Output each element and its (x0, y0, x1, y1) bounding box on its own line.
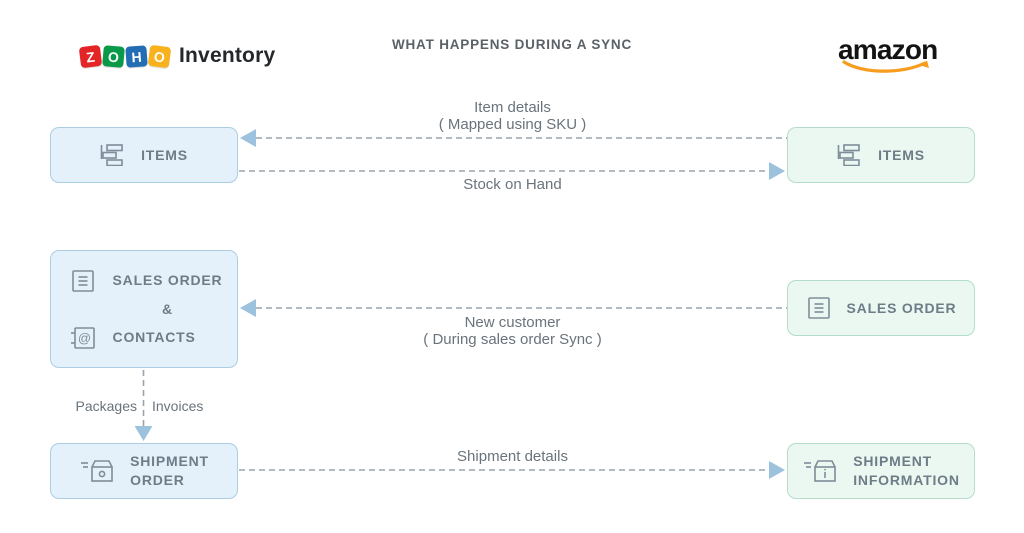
box-label: SHIPMENT ORDER (130, 453, 209, 488)
box-label: SHIPMENT INFORMATION (853, 453, 960, 488)
document-icon (66, 268, 100, 294)
box-amazon-sales-order: SALES ORDER (787, 280, 975, 336)
box-zoho-shipment-order: SHIPMENT ORDER (50, 443, 238, 499)
zoho-inventory-logo: Z O H O Inventory (78, 44, 276, 68)
package-icon (79, 457, 115, 485)
box-label: ITEMS (141, 146, 188, 163)
flow-label-packages: Packages (75, 398, 137, 414)
flow-label-invoices: Invoices (152, 398, 204, 414)
address-book-icon: @ (66, 325, 100, 351)
flow-label-item-details: Item details ( Mapped using SKU ) (438, 99, 587, 133)
box-label: SALES ORDER (846, 299, 957, 316)
box-amazon-shipment-information: SHIPMENT INFORMATION (787, 443, 975, 499)
flow-label-shipment-details: Shipment details (457, 448, 568, 465)
box-zoho-sales-contacts: SALES ORDER & @ CONTACTS (50, 250, 238, 368)
document-icon (806, 295, 832, 321)
svg-text:@: @ (77, 330, 90, 345)
package-info-icon (802, 457, 838, 485)
arrow-packages-invoices (134, 370, 153, 441)
box-label-ampersand: & (162, 300, 173, 317)
stacked-items-icon (100, 144, 126, 166)
amazon-smile-icon (842, 60, 929, 73)
box-label: ITEMS (878, 146, 925, 163)
diagram-title: WHAT HAPPENS DURING A SYNC (391, 37, 633, 52)
amazon-wordmark: amazon (838, 34, 938, 65)
zoho-product-name: Inventory (179, 44, 276, 67)
amazon-logo: amazon (838, 36, 938, 78)
flow-label-stock-on-hand: Stock on Hand (463, 176, 562, 193)
box-label-contacts: CONTACTS (112, 329, 196, 345)
box-zoho-items: ITEMS (50, 127, 238, 183)
flow-label-new-customer: New customer ( During sales order Sync ) (423, 314, 602, 348)
box-label-sales-order: SALES ORDER (112, 272, 223, 288)
box-amazon-items: ITEMS (787, 127, 975, 183)
stacked-items-icon (837, 144, 863, 166)
